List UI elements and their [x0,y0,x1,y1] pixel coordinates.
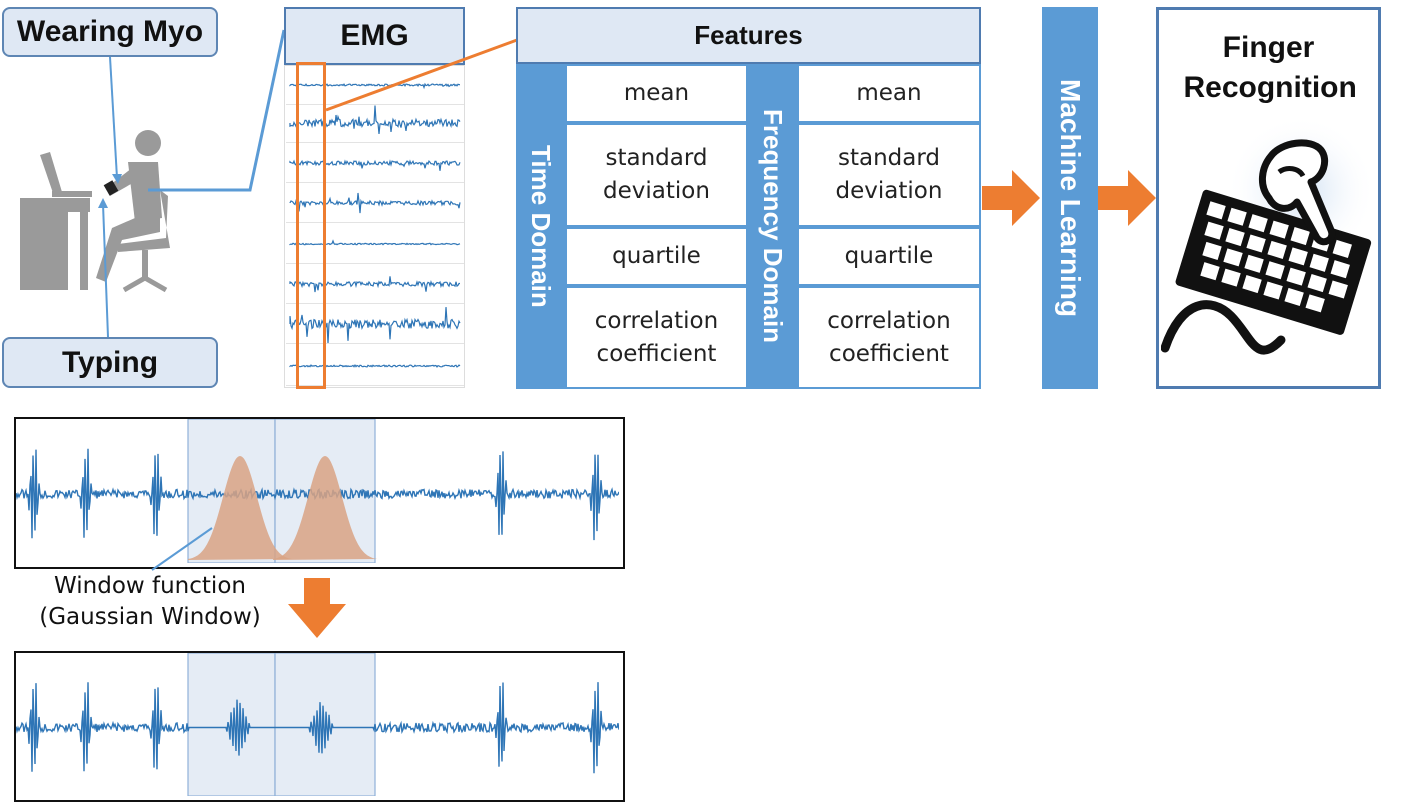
emg-channel-8 [286,348,464,386]
finger-recognition-title: Finger Recognition [1159,28,1378,108]
time-feature-quartile: quartile [565,227,748,286]
emg-trace-line [289,363,461,368]
wearing-myo-text: Wearing Myo [16,15,204,48]
emg-trace-line [289,105,461,134]
emg-trace-line [289,82,461,90]
emg-channel-6 [286,266,464,304]
emg-channel-2 [286,105,464,143]
signal-line [16,682,620,774]
emg-channel-3 [286,145,464,183]
time-domain-bar: Time Domain [516,64,565,389]
caption-line-1: Window function [54,573,246,599]
finger-on-keyboard-icon [1161,120,1376,355]
gaussian-window-2 [273,456,377,560]
person-at-desk-icon [20,29,286,338]
freq-feature-std: standard deviation [797,123,981,227]
emg-channel-7 [286,306,464,344]
wearing-myo-label: Wearing Myo [2,7,218,57]
windowed-signal-plot [16,653,620,797]
emg-window-highlight [296,62,326,389]
emg-trace-line [289,307,461,344]
emg-trace [289,82,461,90]
feature-text: correlation coefficient [827,307,951,367]
feature-text: quartile [844,243,934,269]
emg-trace [289,192,461,214]
feature-text: mean [623,80,690,106]
caption-line-2: (Gaussian Window) [39,604,261,630]
frequency-domain-label: Frequency Domain [758,109,788,344]
window-pointer-line [151,527,213,571]
emg-trace-line [289,192,461,214]
emg-title: EMG [340,19,409,52]
finger-recognition-box: Finger Recognition [1156,7,1381,389]
time-feature-std: standard deviation [565,123,748,227]
feature-text: correlation coefficient [594,307,719,367]
freq-feature-quartile: quartile [797,227,981,286]
emg-channel-5 [286,226,464,264]
freq-feature-mean: mean [797,64,981,123]
emg-to-features-connector [325,38,518,112]
emg-channel-1 [286,67,464,105]
arrow-down-icon [288,578,346,638]
typing-label: Typing [2,337,218,388]
emg-trace-line [289,276,460,293]
window-function-caption: Window function (Gaussian Window) [20,571,280,633]
emg-trace [289,105,461,134]
time-domain-label: Time Domain [526,145,556,308]
machine-learning-label: Machine Learning [1055,78,1086,318]
arrow-right-icon [1098,170,1156,226]
emg-trace [289,363,461,368]
frequency-domain-bar: Frequency Domain [748,64,797,389]
emg-trace-line [289,239,461,246]
emg-trace [289,276,460,293]
feature-text: standard deviation [835,145,943,204]
time-feature-correlation: correlation coefficient [565,286,748,389]
typing-text: Typing [61,345,159,379]
features-header: Features [516,7,981,64]
finger-recognition-text: Finger Recognition [1183,31,1357,104]
arrow-right-icon [982,170,1040,226]
machine-learning-bar: Machine Learning [1042,7,1098,389]
raw-signal-panel [14,417,625,569]
time-feature-mean: mean [565,64,748,123]
feature-text: mean [856,80,922,106]
emg-channel-4 [286,185,464,223]
gaussian-window-1 [188,456,292,560]
emg-trace [289,159,461,171]
raw-signal-plot [16,419,620,564]
emg-header: EMG [284,7,465,65]
freq-feature-correlation: correlation coefficient [797,286,981,389]
feature-text: quartile [612,243,701,269]
emg-trace [289,307,461,344]
emg-trace [289,239,461,246]
windowed-signal-panel [14,651,625,802]
feature-text: standard deviation [603,145,710,204]
emg-trace-line [289,159,461,171]
features-title: Features [694,20,803,50]
